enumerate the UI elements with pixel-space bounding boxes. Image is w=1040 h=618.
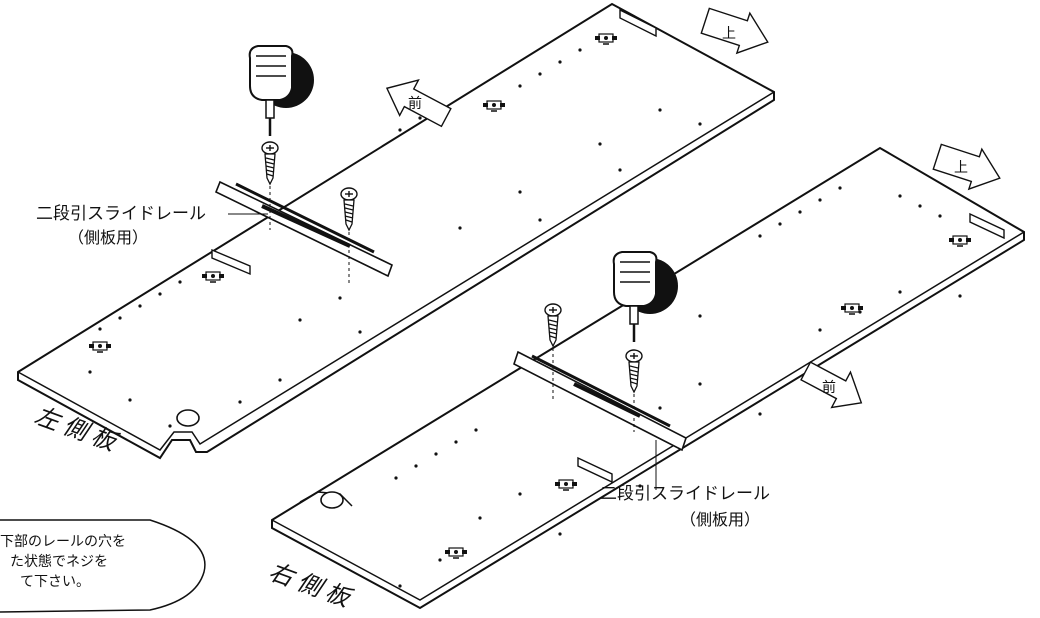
direction-arrow-icon: 上	[932, 143, 1001, 191]
screw-icon	[261, 141, 279, 185]
slide-rail-left	[214, 180, 393, 278]
direction-label-up: 上	[954, 160, 968, 176]
rail-label-bottom: 二段引スライドレール	[600, 484, 770, 504]
note-line-3: て下さい。	[20, 574, 90, 590]
direction-arrow-icon: 前	[800, 361, 863, 409]
direction-label-front: 前	[822, 379, 836, 396]
note-line-2: た状態でネジを	[10, 554, 108, 570]
rail-sublabel-bottom: （側板用）	[680, 510, 761, 529]
rail-sublabel-top: （側板用）	[68, 228, 149, 247]
right-side-panel	[271, 146, 1025, 610]
direction-arrow-icon: 前	[385, 79, 452, 128]
rail-label-top: 二段引スライドレール	[36, 204, 206, 224]
left-side-panel	[17, 2, 775, 460]
note-bubble	[0, 519, 206, 613]
direction-label-up: 上	[722, 26, 736, 42]
direction-arrow-icon: 上	[700, 7, 769, 55]
hand-icon	[248, 44, 316, 138]
screw-icon	[544, 303, 562, 347]
slide-rail-right	[513, 350, 687, 452]
direction-label-front: 前	[408, 95, 422, 112]
note-line-1: 下部のレールの穴を	[0, 534, 126, 550]
